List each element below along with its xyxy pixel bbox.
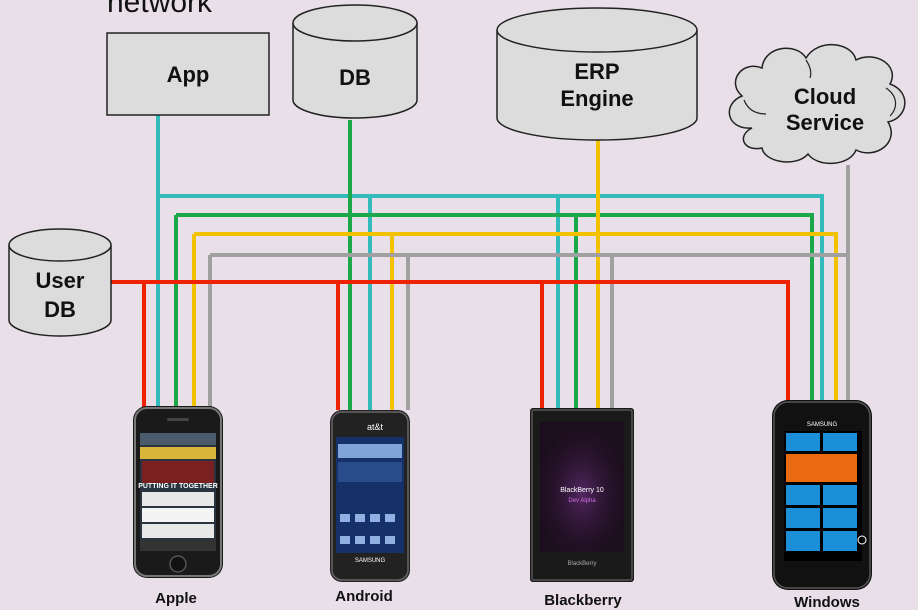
db-node: DB (292, 4, 418, 119)
erp-engine-node: ERP Engine (496, 7, 698, 141)
app-node: App (106, 32, 270, 116)
erp-links (192, 140, 838, 410)
blackberry-brand: BlackBerry (567, 561, 596, 567)
android-carrier: at&t (367, 422, 384, 432)
title-fragment: network (107, 0, 213, 19)
user-db-node: User DB (8, 228, 112, 337)
erp-label-line2: Engine (560, 86, 633, 111)
cloud-service-shape: Cloud Service (728, 43, 906, 165)
blackberry-os-text: BlackBerry 10 (560, 487, 604, 494)
user-db-label-line2: DB (44, 297, 76, 322)
cloud-label-line1-main: Cloud (794, 84, 856, 109)
windows-brand: SAMSUNG (807, 422, 838, 428)
blackberry-label: Blackberry (544, 592, 622, 609)
blackberry-sub-text: Dev Alpha (568, 498, 596, 504)
connection-lines (110, 115, 850, 410)
cloud-label-line2: Service (786, 110, 864, 135)
app-label: App (167, 62, 210, 87)
android-phone: at&t SAMSUNG (330, 410, 410, 582)
erp-label-line1: ERP (574, 59, 619, 84)
db-label: DB (339, 65, 371, 90)
app-links (156, 115, 824, 410)
blackberry-phone: BlackBerry 10 Dev Alpha BlackBerry (530, 408, 634, 582)
android-label: Android (335, 588, 393, 605)
db-links (174, 120, 814, 410)
windows-phone: SAMSUNG (772, 400, 872, 590)
windows-label: Windows (794, 594, 860, 610)
apple-screen-headline: PUTTING IT TOGETHER (138, 483, 218, 490)
user-db-links (110, 280, 790, 410)
windows-tiles (786, 433, 857, 551)
apple-phone: PUTTING IT TOGETHER (133, 406, 223, 578)
cloud-links (208, 165, 850, 410)
apple-label: Apple (155, 590, 197, 607)
android-brand: SAMSUNG (355, 558, 386, 564)
user-db-label-line1: User (36, 268, 85, 293)
